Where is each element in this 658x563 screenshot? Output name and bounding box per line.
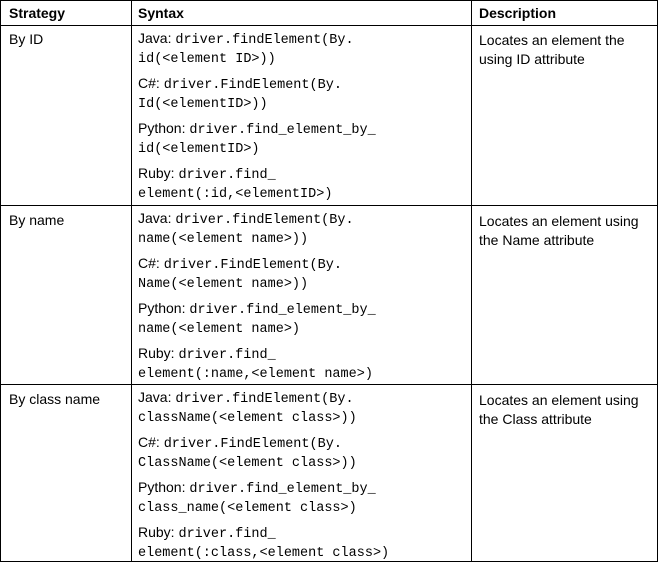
strategy-cell: By ID (9, 31, 44, 47)
code-line: element(:name,<element name>) (138, 367, 373, 382)
code-line: Name(<element name>)) (138, 277, 309, 292)
table-row: By name Java: driver.findElement(By. nam… (1, 205, 657, 385)
code-line: ClassName(<element class>)) (138, 456, 357, 471)
code-line: driver.FindElement(By. (163, 78, 342, 93)
language-label: Python: (138, 120, 186, 136)
code-line: driver.find_element_by_ (189, 123, 376, 138)
code-line: driver.find_ (178, 168, 276, 183)
code-line: class_name(<element class>) (138, 501, 357, 516)
language-label: Java: (138, 389, 172, 405)
syntax-entry: Ruby: driver.find_ element(:class,<eleme… (138, 523, 468, 563)
code-line: element(:id,<elementID>) (138, 187, 333, 202)
syntax-entry: Python: driver.find_element_by_ class_na… (138, 478, 468, 518)
code-line: name(<element name>) (138, 322, 301, 337)
syntax-entry: Java: driver.findElement(By. className(<… (138, 388, 468, 428)
column-divider (131, 1, 132, 561)
strategy-cell: By name (9, 212, 65, 228)
syntax-entry: Java: driver.findElement(By. name(<eleme… (138, 209, 468, 249)
code-line: driver.FindElement(By. (163, 258, 342, 273)
syntax-entry: Java: driver.findElement(By. id(<element… (138, 29, 468, 69)
language-label: Python: (138, 479, 186, 495)
header-syntax: Syntax (138, 5, 184, 21)
language-label: Python: (138, 300, 186, 316)
syntax-entry: C#: driver.FindElement(By. Name(<element… (138, 254, 468, 294)
header-strategy: Strategy (9, 5, 66, 21)
description-cell: Locates an element using the Name attrib… (479, 213, 639, 248)
code-line: driver.find_ (178, 348, 276, 363)
language-label: Ruby: (138, 524, 175, 540)
code-line: driver.find_element_by_ (189, 303, 376, 318)
language-label: Java: (138, 30, 172, 46)
code-line: element(:class,<element class>) (138, 546, 390, 561)
code-line: id(<elementID>) (138, 142, 260, 157)
code-line: Id(<elementID>)) (138, 97, 268, 112)
code-line: driver.FindElement(By. (163, 437, 342, 452)
code-line: driver.find_element_by_ (189, 482, 376, 497)
syntax-entry: Python: driver.find_element_by_ name(<el… (138, 299, 468, 339)
syntax-entry: C#: driver.FindElement(By. ClassName(<el… (138, 433, 468, 473)
code-line: className(<element class>)) (138, 411, 357, 426)
code-line: driver.findElement(By. (175, 33, 354, 48)
language-label: C#: (138, 255, 160, 271)
language-label: C#: (138, 434, 160, 450)
syntax-entry: Ruby: driver.find_ element(:id,<elementI… (138, 164, 468, 204)
code-line: id(<element ID>)) (138, 52, 276, 67)
strategy-cell: By class name (9, 391, 101, 407)
table-row: By ID Java: driver.findElement(By. id(<e… (1, 25, 657, 205)
table-header: Strategy Syntax Description (1, 1, 657, 26)
table-row: By class name Java: driver.findElement(B… (1, 384, 657, 562)
column-divider (471, 1, 472, 561)
code-line: name(<element name>)) (138, 232, 309, 247)
code-line: driver.findElement(By. (175, 392, 354, 407)
language-label: Ruby: (138, 165, 175, 181)
language-label: Java: (138, 210, 172, 226)
language-label: Ruby: (138, 345, 175, 361)
description-cell: Locates an element the using ID attribut… (479, 32, 625, 67)
description-cell: Locates an element using the Class attri… (479, 392, 639, 427)
syntax-entry: Ruby: driver.find_ element(:name,<elemen… (138, 344, 468, 384)
syntax-entry: C#: driver.FindElement(By. Id(<elementID… (138, 74, 468, 114)
code-line: driver.find_ (178, 527, 276, 542)
header-description: Description (479, 5, 557, 21)
language-label: C#: (138, 75, 160, 91)
syntax-entry: Python: driver.find_element_by_ id(<elem… (138, 119, 468, 159)
code-line: driver.findElement(By. (175, 213, 354, 228)
